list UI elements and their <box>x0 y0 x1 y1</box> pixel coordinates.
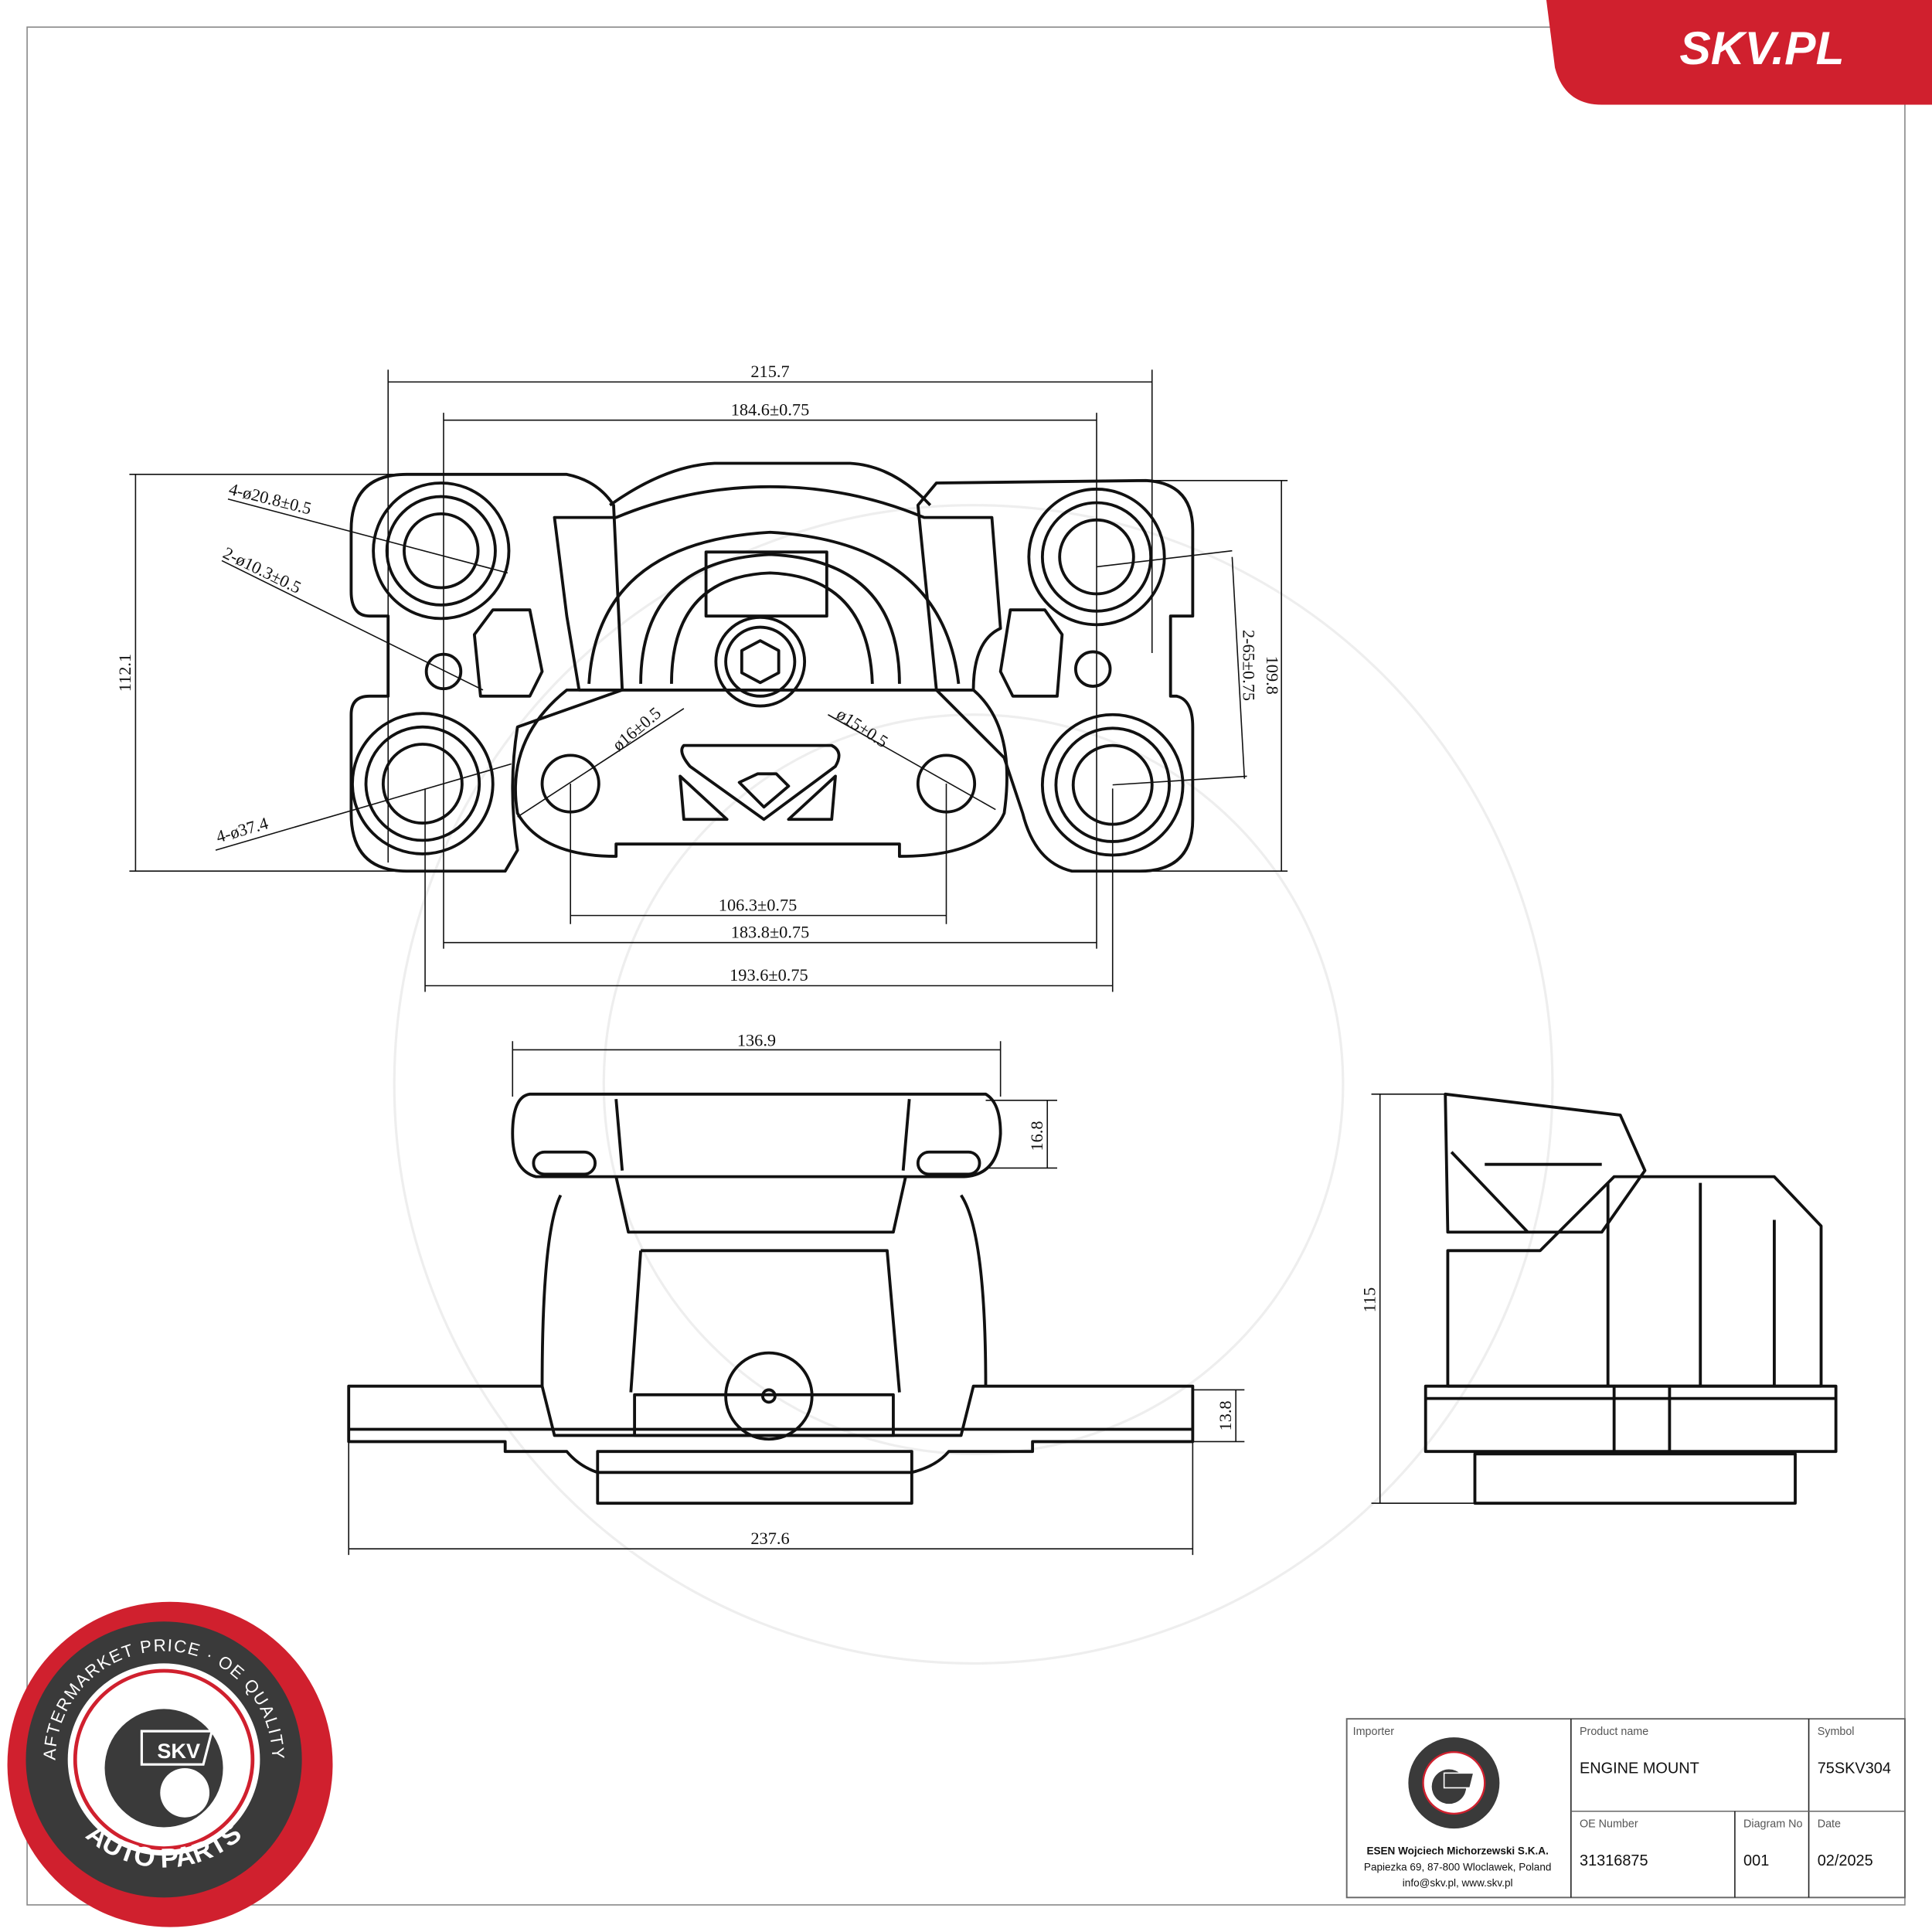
side-view: 115 <box>1359 1092 1838 1505</box>
dim-height: 115 <box>1359 1287 1379 1313</box>
date: 02/2025 <box>1818 1852 1873 1869</box>
dim-top-thickness: 16.8 <box>1027 1121 1046 1151</box>
title-block: Importer ESEN Wojciech Michorzewski S.K.… <box>1345 1718 1906 1899</box>
importer-name: ESEN Wojciech Michorzewski S.K.A. <box>1366 1845 1548 1857</box>
oe-number-label: OE Number <box>1580 1818 1638 1830</box>
product-name: ENGINE MOUNT <box>1580 1760 1699 1777</box>
callout-bore-outer: 4-ø37.4 <box>214 813 270 846</box>
dim-flange-thickness: 13.8 <box>1216 1400 1235 1430</box>
brand-site-label: SKV.PL <box>1679 22 1844 74</box>
callout-pin-holes: 2-ø10.3±0.5 <box>220 543 304 597</box>
importer-address: Papiezka 69, 87-800 Wloclawek, Poland <box>1364 1861 1551 1872</box>
dim-outer-span-bottom: 193.6±0.75 <box>730 965 808 985</box>
date-label: Date <box>1818 1818 1841 1830</box>
dim-overall-height-left: 112.1 <box>115 654 134 692</box>
symbol: 75SKV304 <box>1818 1760 1891 1777</box>
callout-hole-left: ø16±0.5 <box>609 703 665 754</box>
dim-hole-pitch-right: 2-65±0.75 <box>1240 630 1259 701</box>
skv-seal-logo: SKV AFTERMARKET PRICE · OE QUALITY AUTO … <box>7 1601 333 1927</box>
dim-hole-span-top: 184.6±0.75 <box>731 400 810 419</box>
front-view: 136.9 16.8 13.8 237.6 <box>347 1031 1245 1556</box>
callout-hole-right: ø15±0.5 <box>833 704 891 751</box>
drawing-frame <box>26 26 1906 1906</box>
symbol-label: Symbol <box>1818 1726 1855 1738</box>
top-view: 215.7 184.6±0.75 112.1 109.8 2-65±0.75 1… <box>115 362 1288 992</box>
brand-tab[interactable]: SKV.PL <box>1546 0 1932 105</box>
seal-center-text: SKV <box>157 1739 200 1763</box>
dim-overall-height-right: 109.8 <box>1263 656 1282 695</box>
dim-center-holes: 106.3±0.75 <box>719 895 798 914</box>
gear-icon <box>104 1709 223 1828</box>
importer-logo <box>1408 1737 1500 1829</box>
callout-bore-small: 4-ø20.8±0.5 <box>227 479 314 519</box>
hex-bolt-icon <box>740 639 781 685</box>
bore-ll <box>351 712 495 855</box>
product-name-label: Product name <box>1580 1726 1648 1738</box>
diagram-no-label: Diagram No <box>1743 1818 1802 1830</box>
dim-overall-width: 215.7 <box>750 362 789 381</box>
bore-ul <box>372 481 511 621</box>
oe-number: 31316875 <box>1580 1852 1648 1869</box>
dim-top-width: 136.9 <box>737 1031 776 1050</box>
importer-label: Importer <box>1353 1726 1395 1738</box>
dim-overall-length: 237.6 <box>750 1529 789 1548</box>
diagram-no: 001 <box>1743 1852 1769 1869</box>
importer-contact: info@skv.pl, www.skv.pl <box>1403 1877 1513 1889</box>
dim-hole-span-bottom: 183.8±0.75 <box>731 922 810 941</box>
watermark-gear <box>393 504 1554 1665</box>
bolt-boss <box>714 615 807 708</box>
